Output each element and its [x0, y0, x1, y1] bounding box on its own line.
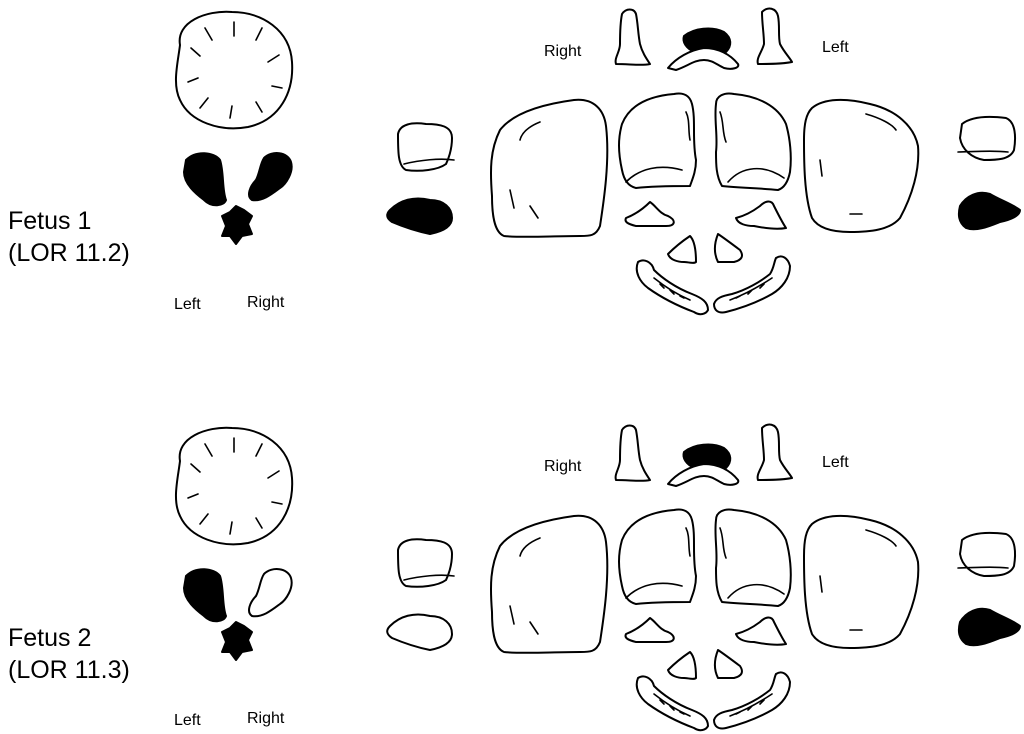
- mandible-left: [714, 256, 790, 312]
- frontal-right: [619, 509, 696, 604]
- mandible-right: [637, 676, 708, 730]
- parietal-right: [491, 100, 607, 237]
- mandible-right: [637, 260, 708, 314]
- petrous-left: [184, 569, 226, 621]
- maxilla-right: [668, 652, 696, 679]
- zygomatic-left: [736, 202, 786, 229]
- sphenoid-greater-wing-right: [616, 10, 650, 65]
- outer-petrous-right: [387, 198, 452, 234]
- basi-occipital: [222, 206, 252, 244]
- zygomatic-right: [625, 618, 673, 642]
- tympanic-left-upper: [960, 533, 1015, 576]
- maxilla-left: [715, 234, 742, 262]
- fetus-2-panel: [176, 425, 1020, 731]
- fetus-1-panel: [176, 9, 1020, 315]
- zygomatic-right: [625, 202, 673, 226]
- frontal-right: [619, 93, 696, 188]
- zygomatic-left: [736, 618, 786, 645]
- outer-petrous-right: [387, 614, 452, 650]
- sphenoid-greater-wing-left: [758, 425, 792, 480]
- basi-occipital: [222, 622, 252, 660]
- outer-petrous-left: [959, 193, 1020, 230]
- parietal-right: [491, 516, 607, 653]
- maxilla-right: [668, 236, 696, 263]
- petrous-right: [249, 569, 292, 616]
- mandible-left: [714, 672, 790, 728]
- sphenoid-greater-wing-right: [616, 426, 650, 481]
- sphenoid-greater-wing-left: [758, 9, 792, 64]
- petrous-left: [184, 153, 226, 205]
- tympanic-left-upper: [960, 117, 1015, 160]
- maxilla-left: [715, 650, 742, 678]
- petrous-right: [249, 153, 292, 200]
- outer-petrous-left: [959, 609, 1020, 646]
